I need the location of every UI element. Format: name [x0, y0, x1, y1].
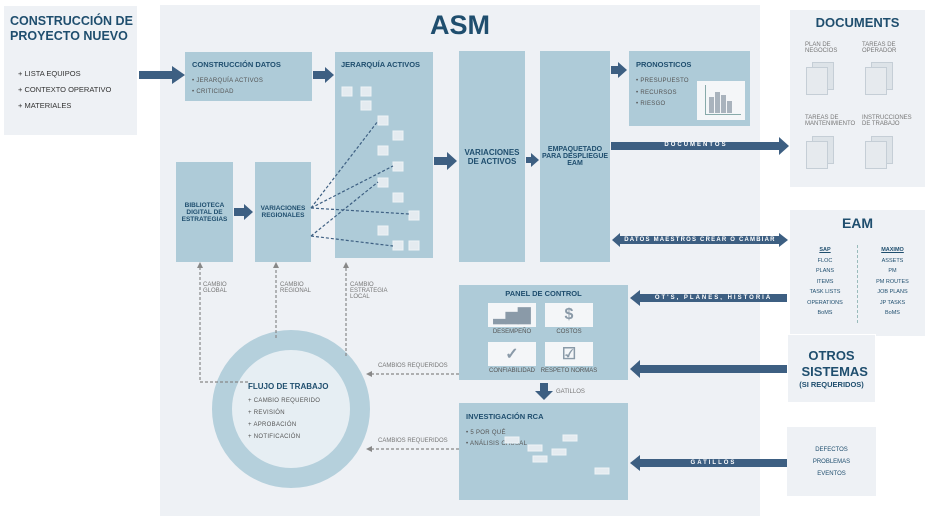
maximo-title: MAXIMO — [881, 247, 904, 253]
variaciones-regionales-box[interactable]: VARIACIONES REGIONALES — [255, 162, 311, 262]
documentos-label: DOCUMENTOS — [664, 142, 728, 148]
gatillos-arrow-label: GATILLOS — [690, 460, 737, 466]
evento-item: EVENTOS — [817, 470, 846, 477]
cambios-requeridos-label: CAMBIOS REQUERIDOS — [378, 438, 448, 444]
sap-item: PLANS — [815, 268, 835, 274]
rca-title: INVESTIGACIÓN RCA — [466, 412, 544, 421]
desempeno-icon[interactable]: ▂▅▇ — [488, 303, 536, 327]
sap-item: OPERATIONS — [807, 299, 843, 306]
pronostico-item: • RIESGO — [636, 101, 666, 107]
arrow-datos-maestros — [612, 233, 788, 247]
project-item: + MATERIALES — [18, 101, 72, 110]
sap-item: TASK LISTS — [809, 289, 841, 295]
flujo-item: + NOTIFICACIÓN — [248, 434, 301, 440]
eam-panel: EAM SAP FLOC PLANS ITEMS TASK LISTS OPERATIO… — [790, 210, 925, 336]
cambios-requeridos-label: CAMBIOS REQUERIDOS — [378, 363, 448, 369]
flujo-item: + APROBACIÓN — [248, 422, 297, 428]
sap-item: ITEMS — [816, 278, 834, 285]
asm-title: ASM — [430, 10, 490, 40]
construccion-item: • CRITICIDAD — [192, 89, 234, 95]
pronosticos-box[interactable]: PRONOSTICOS • PRESUPUESTO • RECURSOS • RIE… — [629, 51, 750, 126]
jerarquia-title: JERARQUÍA ACTIVOS — [341, 60, 421, 69]
evento-item: DEFECTOS — [815, 446, 848, 453]
pronostico-item: • RECURSOS — [636, 89, 677, 96]
project-item: + LISTA EQUIPOS — [18, 69, 81, 78]
maximo-item: PM ROUTES — [876, 278, 909, 285]
empaquetado-box[interactable]: EMPAQUETADO PARA DESPLIEGUE EAM — [540, 51, 610, 262]
doc-plan-negocios[interactable]: PLAN DE NEGOCIOS — [805, 42, 838, 54]
pronosticos-title: PRONOSTICOS — [636, 60, 692, 69]
documents-panel: DOCUMENTS PLAN DE NEGOCIOS TAREAS DE OPE… — [790, 10, 925, 187]
otros-sub: (SI REQUERIDOS) — [799, 380, 864, 389]
project-title: CONSTRUCCIÓN DE PROYECTO NUEVO — [10, 14, 133, 43]
arrow-gatillos — [630, 455, 787, 471]
flujo-text: FLUJO DE TRABAJO + CAMBIO REQUERIDO + REV… — [248, 382, 328, 443]
flujo-item: + REVISIÓN — [248, 410, 285, 416]
eam-divider — [857, 245, 858, 323]
bar-chart-icon — [697, 81, 745, 120]
checklist-icon[interactable]: ☑ — [545, 342, 593, 366]
arrow-ots — [630, 290, 787, 306]
pronostico-item: • PRESUPUESTO — [636, 78, 689, 84]
rca-box[interactable]: INVESTIGACIÓN RCA • 5 POR QUÉ • ANÁLISIS … — [459, 403, 628, 500]
doc-tareas-operador[interactable]: TAREAS DE OPERADOR — [862, 42, 897, 54]
sap-item: FLOC — [817, 257, 833, 264]
eam-title: EAM — [841, 215, 874, 231]
gatillos-label: GATILLOS — [556, 389, 585, 395]
rca-item: • 5 POR QUÉ — [466, 430, 506, 436]
project-item: + CONTEXTO OPERATIVO — [18, 85, 112, 94]
block-arrows — [139, 62, 789, 471]
biblioteca-box[interactable]: BIBLIOTECA DIGITAL DE ESTRATEGIAS — [176, 162, 233, 262]
cambio-global-label: CAMBIO GLOBAL — [203, 282, 228, 294]
maximo-item: JOB PLANS — [877, 289, 908, 295]
flujo-item: + CAMBIO REQUERIDO — [248, 398, 321, 404]
cambio-regional-label: CAMBIO REGIONAL — [280, 282, 312, 294]
feedback-links — [199, 266, 459, 450]
dashed-links — [310, 120, 410, 247]
arrow-otros — [630, 360, 787, 378]
tile-label: RESPETO NORMAS — [540, 368, 598, 374]
tile-label: DESEMPEÑO — [492, 329, 532, 335]
evento-item: PROBLEMAS — [812, 458, 851, 465]
sap-title: SAP — [819, 247, 831, 253]
project-panel: CONSTRUCCIÓN DE PROYECTO NUEVO + LISTA E… — [4, 6, 137, 135]
documents-title: DOCUMENTS — [815, 15, 900, 30]
dollar-icon[interactable]: $ — [545, 303, 593, 327]
ots-label: OT'S, PLANES, HISTORIA — [654, 295, 773, 301]
construccion-item: • JERARQUÍA ACTIVOS — [192, 78, 264, 84]
tile-label: CONFIABILIDAD — [488, 368, 535, 374]
construccion-datos-box[interactable]: CONSTRUCCIÓN DATOS • JERARQUÍA ACTIVOS • … — [185, 52, 312, 101]
panel-title: PANEL DE CONTROL — [505, 289, 582, 298]
maximo-item: JP TASKS — [879, 299, 906, 306]
flujo-title: FLUJO DE TRABAJO — [248, 382, 329, 391]
otros-title: OTROS SISTEMAS — [801, 348, 868, 379]
datos-maestros-label: DATOS MAESTROS CREAR O CAMBIAR — [624, 237, 776, 243]
maximo-item: PM — [888, 268, 897, 274]
maximo-item: BoMS — [885, 310, 900, 316]
eventos-panel: DEFECTOS PROBLEMAS EVENTOS — [787, 427, 876, 496]
otros-panel: OTROS SISTEMAS (SI REQUERIDOS) — [787, 334, 876, 403]
panel-control-box[interactable]: PANEL DE CONTROL ▂▅▇ $ ✓ ☑ DESEMPEÑO COS… — [459, 285, 628, 380]
hierarchy-nodes — [341, 86, 610, 475]
tile-label: COSTOS — [556, 329, 582, 335]
rca-item: • ANÁLISIS CAUSAL — [466, 441, 528, 447]
maximo-item: ASSETS — [881, 257, 904, 264]
arrow-project-to-datos — [139, 66, 185, 84]
arrow-documentos — [611, 137, 789, 155]
construccion-title: CONSTRUCCIÓN DATOS — [192, 60, 281, 69]
arrow-gatillos-down — [535, 383, 553, 400]
cambio-local-label: CAMBIO ESTRATEGIA LOCAL — [350, 282, 388, 300]
check-icon[interactable]: ✓ — [488, 342, 536, 366]
doc-instrucciones[interactable]: INSTRUCCIONES DE TRABAJO — [862, 115, 912, 127]
variaciones-activos-box[interactable]: VARIACIONES DE ACTIVOS — [459, 51, 525, 262]
sap-item: BoMS — [817, 310, 833, 316]
doc-tareas-mantenimiento[interactable]: TAREAS DE MANTENIMIENTO — [805, 115, 856, 127]
